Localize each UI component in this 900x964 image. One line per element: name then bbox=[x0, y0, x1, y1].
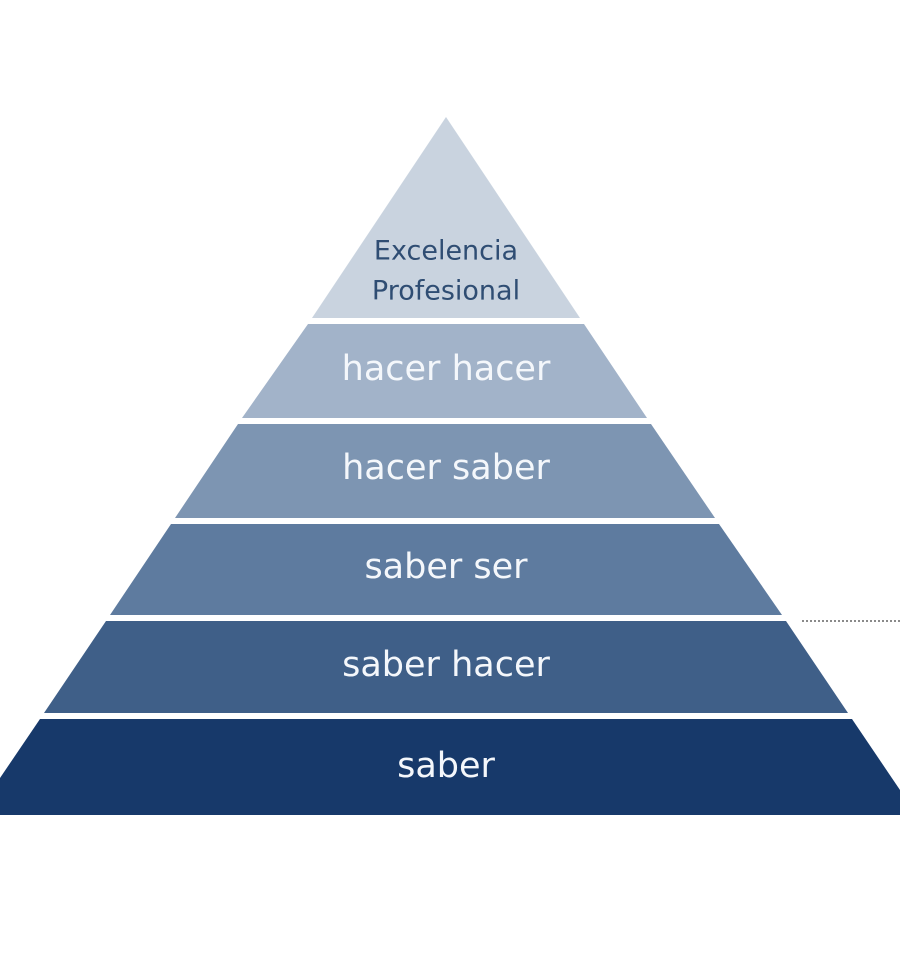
level-label-hacer-saber: hacer saber bbox=[342, 448, 550, 488]
pyramid-level-hacer-saber bbox=[175, 424, 715, 518]
level-label-saber: saber bbox=[397, 746, 495, 786]
pyramid-level-hacer-hacer bbox=[242, 324, 647, 418]
level-label-excelencia: Excelencia bbox=[374, 236, 518, 267]
level-label-hacer-hacer: hacer hacer bbox=[342, 349, 551, 389]
pyramid-level-excelencia-profesional bbox=[312, 117, 580, 318]
level-label-profesional: Profesional bbox=[372, 276, 520, 307]
pyramid-level-saber bbox=[0, 719, 900, 815]
level-label-saber-ser: saber ser bbox=[364, 547, 528, 587]
pyramid-level-saber-hacer bbox=[44, 621, 848, 713]
pyramid-level-saber-ser bbox=[110, 524, 782, 615]
level-label-saber-hacer: saber hacer bbox=[342, 645, 550, 685]
